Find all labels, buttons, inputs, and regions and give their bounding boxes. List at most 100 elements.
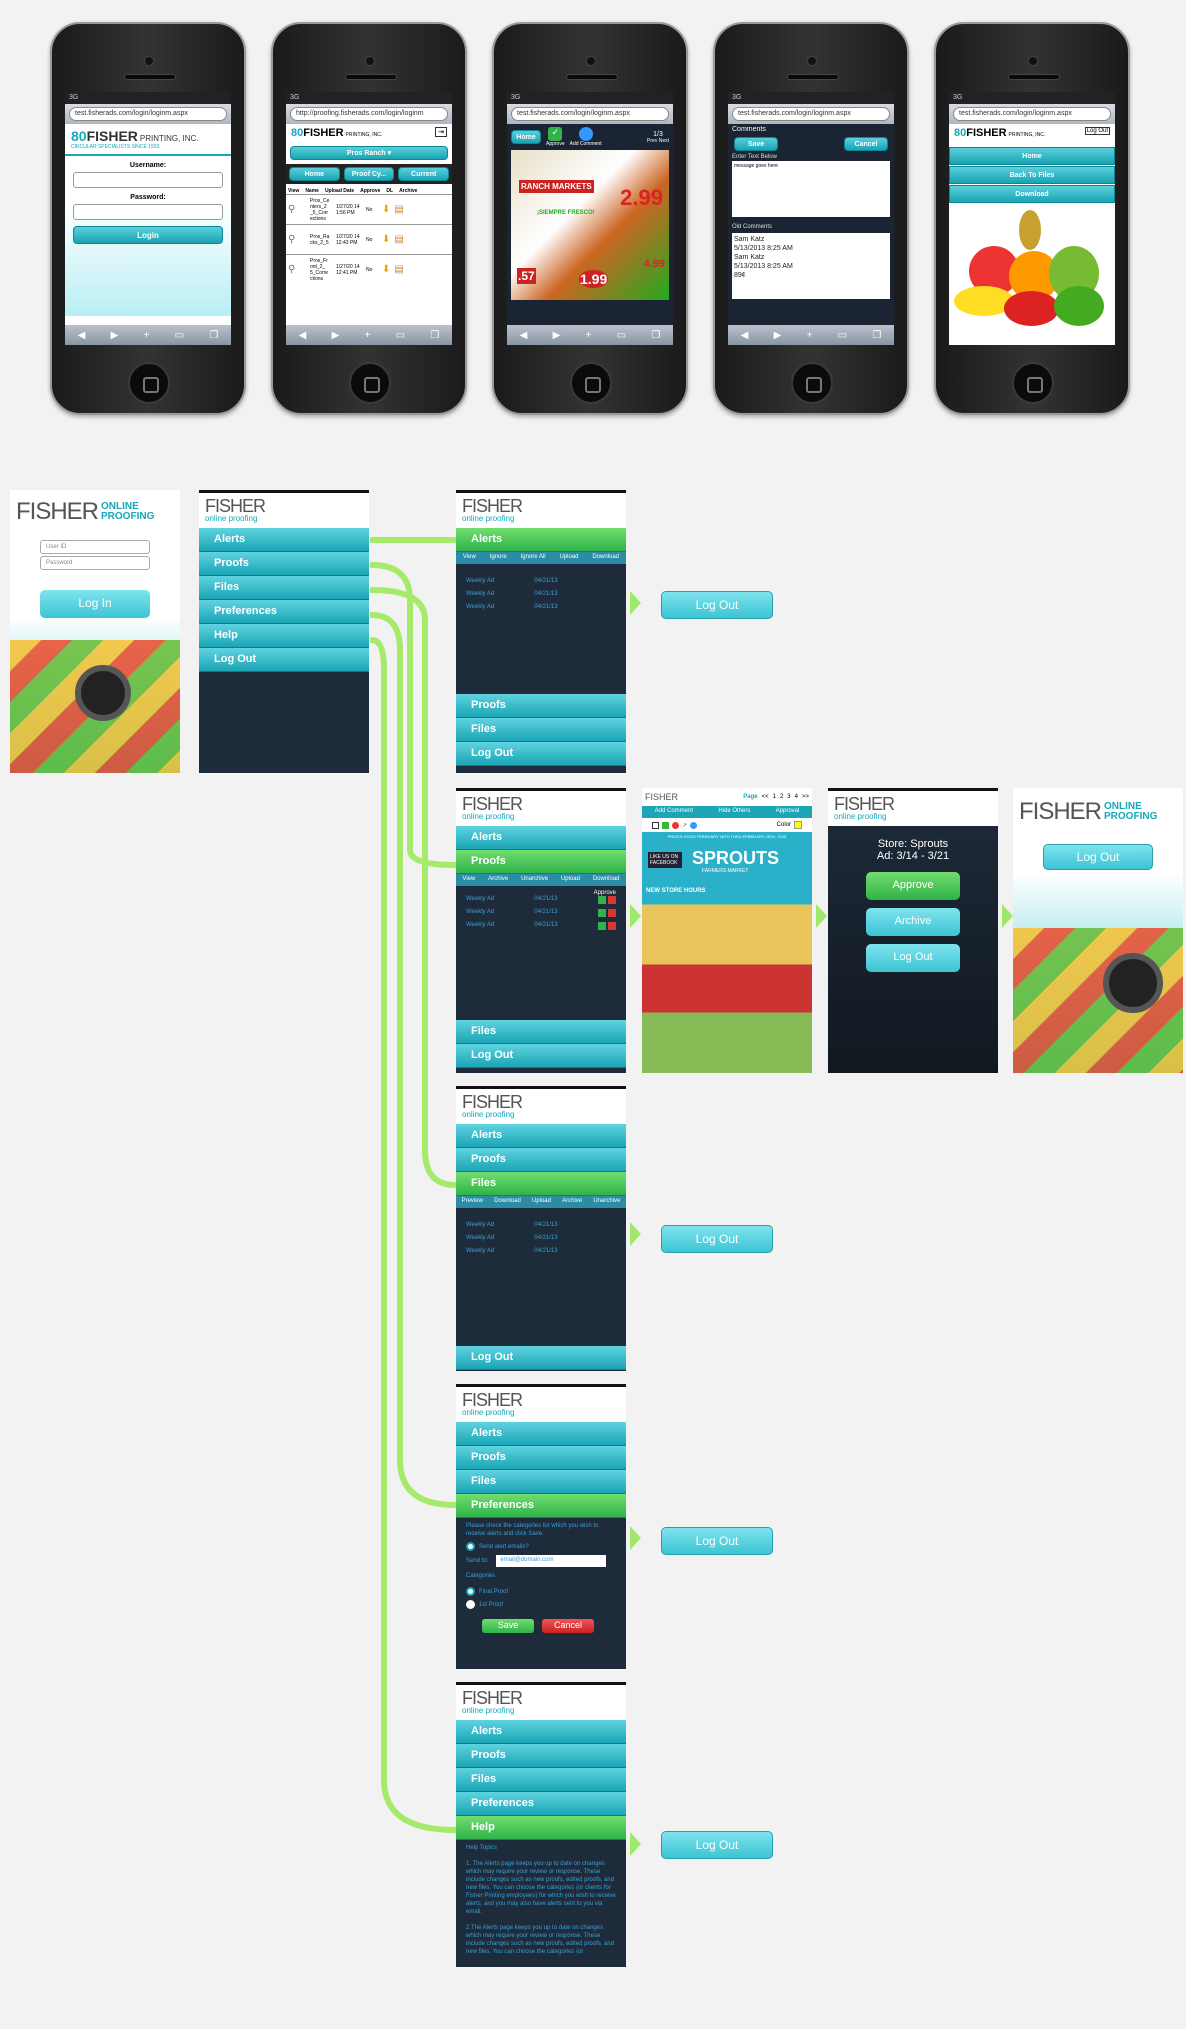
red-circle-icon[interactable] xyxy=(672,821,679,829)
bookmarks-icon[interactable]: ▭ xyxy=(395,329,406,341)
approval-tab[interactable]: Approval xyxy=(775,808,800,814)
menu-proofs[interactable]: Proofs xyxy=(456,850,626,874)
home-button[interactable] xyxy=(791,362,833,404)
url-bar[interactable]: test.fisherads.com/login/loginm.aspx xyxy=(69,107,227,121)
approve-button[interactable]: Approve xyxy=(866,872,960,900)
menu-proofs[interactable]: Proofs xyxy=(456,1148,626,1172)
menu-alerts[interactable]: Alerts xyxy=(456,1422,626,1446)
send-alert-option[interactable]: Send alert emails? xyxy=(456,1542,626,1551)
page-1[interactable]: 1 xyxy=(772,794,776,800)
view-icon[interactable]: ⚲ xyxy=(288,234,296,245)
menu-logout[interactable]: Log Out xyxy=(456,1346,626,1370)
archive-icon[interactable]: ▤ xyxy=(394,204,404,215)
approve-button[interactable]: ✓Approve xyxy=(546,127,565,147)
save-button[interactable]: Save xyxy=(734,137,778,151)
add-icon[interactable]: + xyxy=(806,329,813,341)
radio-icon[interactable] xyxy=(466,1600,475,1609)
tabs-icon[interactable]: ❐ xyxy=(430,329,440,341)
back-icon[interactable]: ◀ xyxy=(519,329,528,341)
forward-icon[interactable]: ▶ xyxy=(110,329,119,341)
url-bar[interactable]: http://proofing.fisherads.com/login/logi… xyxy=(290,107,448,121)
username-field[interactable] xyxy=(73,172,223,188)
download-icon[interactable]: ⬇ xyxy=(382,264,391,275)
ignore-button[interactable]: Ignore xyxy=(489,554,507,560)
menu-preferences[interactable]: Preferences xyxy=(199,600,369,624)
download-button[interactable]: Download xyxy=(494,1198,521,1204)
forward-icon[interactable]: ▶ xyxy=(552,329,561,341)
menu-logout[interactable]: Log Out xyxy=(456,1044,626,1068)
menu-alerts[interactable]: Alerts xyxy=(199,528,369,552)
color-swatch[interactable] xyxy=(794,821,802,829)
radio-icon[interactable] xyxy=(466,1542,475,1551)
archive-button[interactable]: Archive xyxy=(866,908,960,936)
menu-logout[interactable]: Log Out xyxy=(456,742,626,766)
radio-icon[interactable] xyxy=(466,1587,475,1596)
login-button[interactable]: Login xyxy=(73,226,223,244)
view-icon[interactable]: ⚲ xyxy=(288,264,296,275)
download-icon[interactable]: ⬇ xyxy=(382,204,391,215)
menu-files[interactable]: Files xyxy=(199,576,369,600)
first-page[interactable]: << xyxy=(761,794,769,800)
back-icon[interactable]: ◀ xyxy=(298,329,307,341)
tab-proof-cycle[interactable]: Proof Cy... xyxy=(343,167,395,181)
arrow-tool-icon[interactable]: ↗ xyxy=(682,822,688,829)
menu-alerts[interactable]: Alerts xyxy=(456,826,626,850)
cancel-button[interactable]: Cancel xyxy=(542,1619,594,1633)
url-bar[interactable]: test.fisherads.com/login/loginm.aspx xyxy=(953,107,1111,121)
logout-button[interactable]: Log Out xyxy=(661,1831,773,1859)
next-button[interactable]: Next xyxy=(658,137,669,144)
tabs-icon[interactable]: ❐ xyxy=(651,329,661,341)
cancel-button[interactable]: Cancel xyxy=(844,137,888,151)
download-button[interactable]: Download xyxy=(949,185,1115,203)
category-option[interactable]: Final Proof xyxy=(456,1581,626,1598)
page-4[interactable]: 4 xyxy=(794,794,798,800)
old-comments-list[interactable]: Sam Katz 5/13/2013 8:25 AM Sam Katz 5/13… xyxy=(732,233,890,299)
forward-icon[interactable]: ▶ xyxy=(331,329,340,341)
menu-help[interactable]: Help xyxy=(456,1816,626,1840)
download-button[interactable]: Download xyxy=(592,554,620,560)
home-button[interactable] xyxy=(128,362,170,404)
menu-files[interactable]: Files xyxy=(456,1768,626,1792)
save-button[interactable]: Save xyxy=(482,1619,534,1633)
email-field[interactable]: email@domain.com xyxy=(496,1555,607,1567)
url-bar[interactable]: test.fisherads.com/login/loginm.aspx xyxy=(511,107,669,121)
green-tool-icon[interactable] xyxy=(662,821,669,829)
logout-button[interactable]: Log Out xyxy=(661,1225,773,1253)
back-icon[interactable]: ◀ xyxy=(77,329,86,341)
last-page[interactable]: >> xyxy=(801,794,809,800)
menu-alerts[interactable]: Alerts xyxy=(456,528,626,552)
menu-files[interactable]: Files xyxy=(456,1020,626,1044)
home-button[interactable] xyxy=(349,362,391,404)
view-icon[interactable]: ⚲ xyxy=(288,204,296,215)
comment-textarea[interactable]: message goes here xyxy=(732,161,890,217)
page-2[interactable]: 2 xyxy=(779,794,784,800)
home-button-web[interactable]: Home xyxy=(949,147,1115,165)
menu-alerts[interactable]: Alerts xyxy=(456,1720,626,1744)
password-field[interactable] xyxy=(73,204,223,220)
download-button[interactable]: Download xyxy=(592,876,620,882)
logout-button[interactable]: Log Out xyxy=(866,944,960,972)
tabs-icon[interactable]: ❐ xyxy=(209,329,219,341)
user-id-input[interactable]: User ID xyxy=(40,540,150,554)
menu-alerts[interactable]: Alerts xyxy=(456,1124,626,1148)
preview-button[interactable]: Preview xyxy=(461,1198,483,1204)
url-bar[interactable]: test.fisherads.com/login/loginm.aspx xyxy=(732,107,890,121)
add-icon[interactable]: + xyxy=(364,329,371,341)
logout-button[interactable]: Log Out xyxy=(661,1527,773,1555)
ignore-all-button[interactable]: Ignore All xyxy=(520,554,546,560)
bookmarks-icon[interactable]: ▭ xyxy=(174,329,185,341)
menu-help[interactable]: Help xyxy=(199,624,369,648)
menu-proofs[interactable]: Proofs xyxy=(456,694,626,718)
approve-icons[interactable] xyxy=(598,896,616,909)
category-option[interactable]: 1st Proof xyxy=(456,1598,626,1611)
menu-preferences[interactable]: Preferences xyxy=(456,1494,626,1518)
tab-current[interactable]: Current xyxy=(398,167,450,181)
tabs-icon[interactable]: ❐ xyxy=(872,329,882,341)
